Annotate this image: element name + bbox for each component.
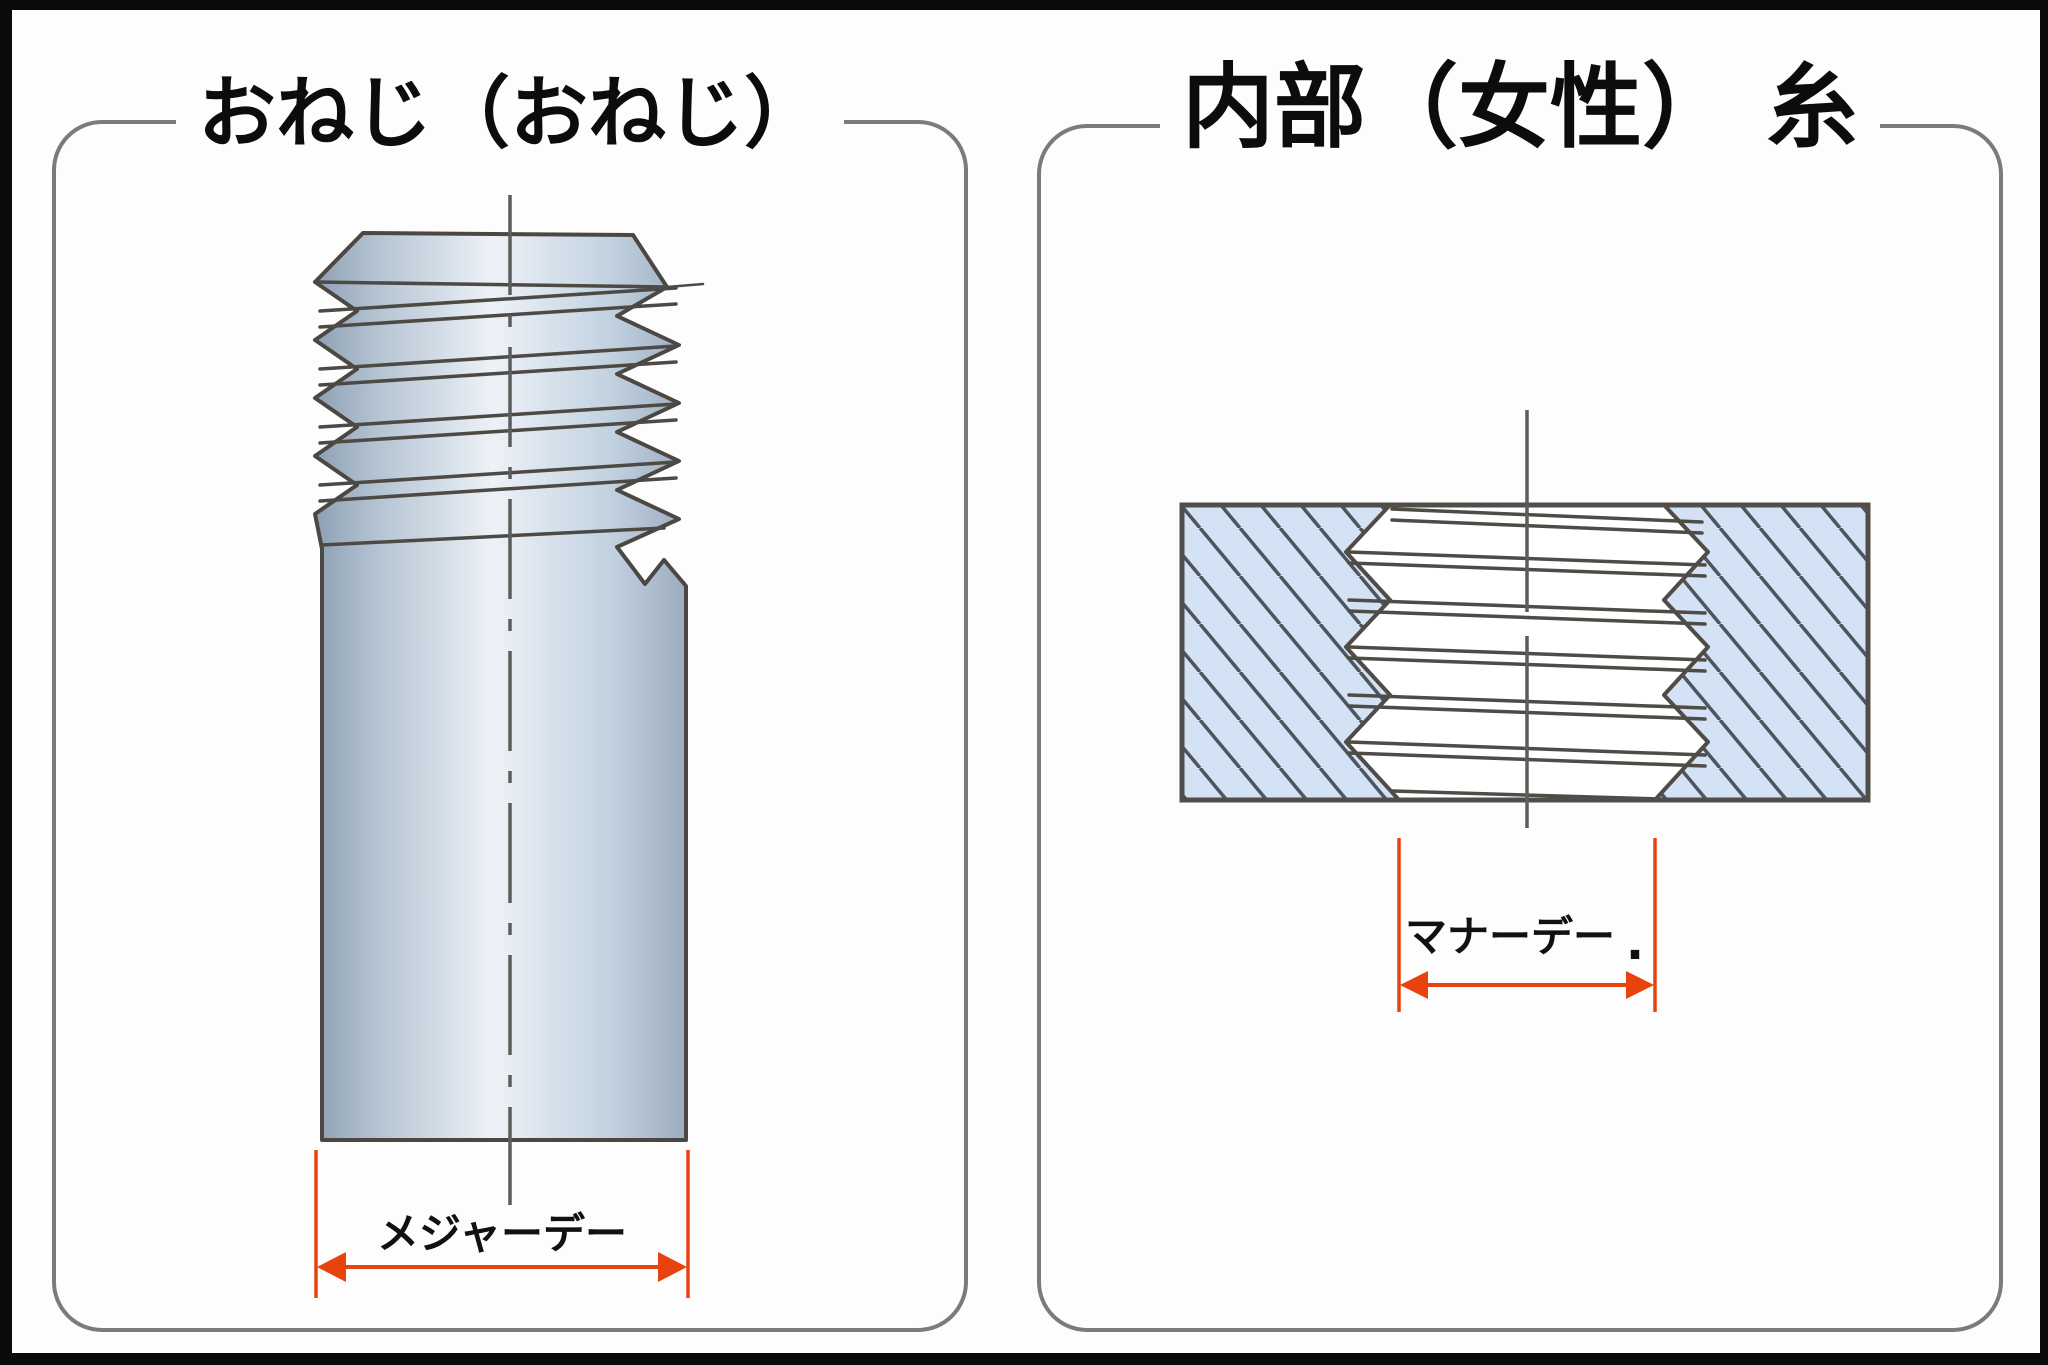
stray-period-dot: . [1625,915,1645,971]
external-thread-title: おねじ（おねじ） [52,66,968,162]
minor-diameter-label: マナーデー [1404,912,1615,961]
frame-edge-right [2040,0,2048,1365]
internal-thread-title: 内部（女性） 糸 [1037,53,2003,163]
frame-edge-bottom [0,1353,2048,1365]
minor-diameter-dimension-arrow [1397,838,1657,1012]
major-diameter-dimension-arrow [314,1150,690,1298]
thread-ridge-lines [313,280,705,547]
major-diameter-label: メジャーデー [377,1209,627,1258]
external-thread-diagram [313,195,705,1298]
bolt-silhouette [313,231,688,1142]
frame-edge-left [0,0,12,1365]
frame-edge-top [0,0,2048,10]
nut-block-outline [1179,502,1871,803]
internal-thread-diagram [1179,410,1871,1012]
